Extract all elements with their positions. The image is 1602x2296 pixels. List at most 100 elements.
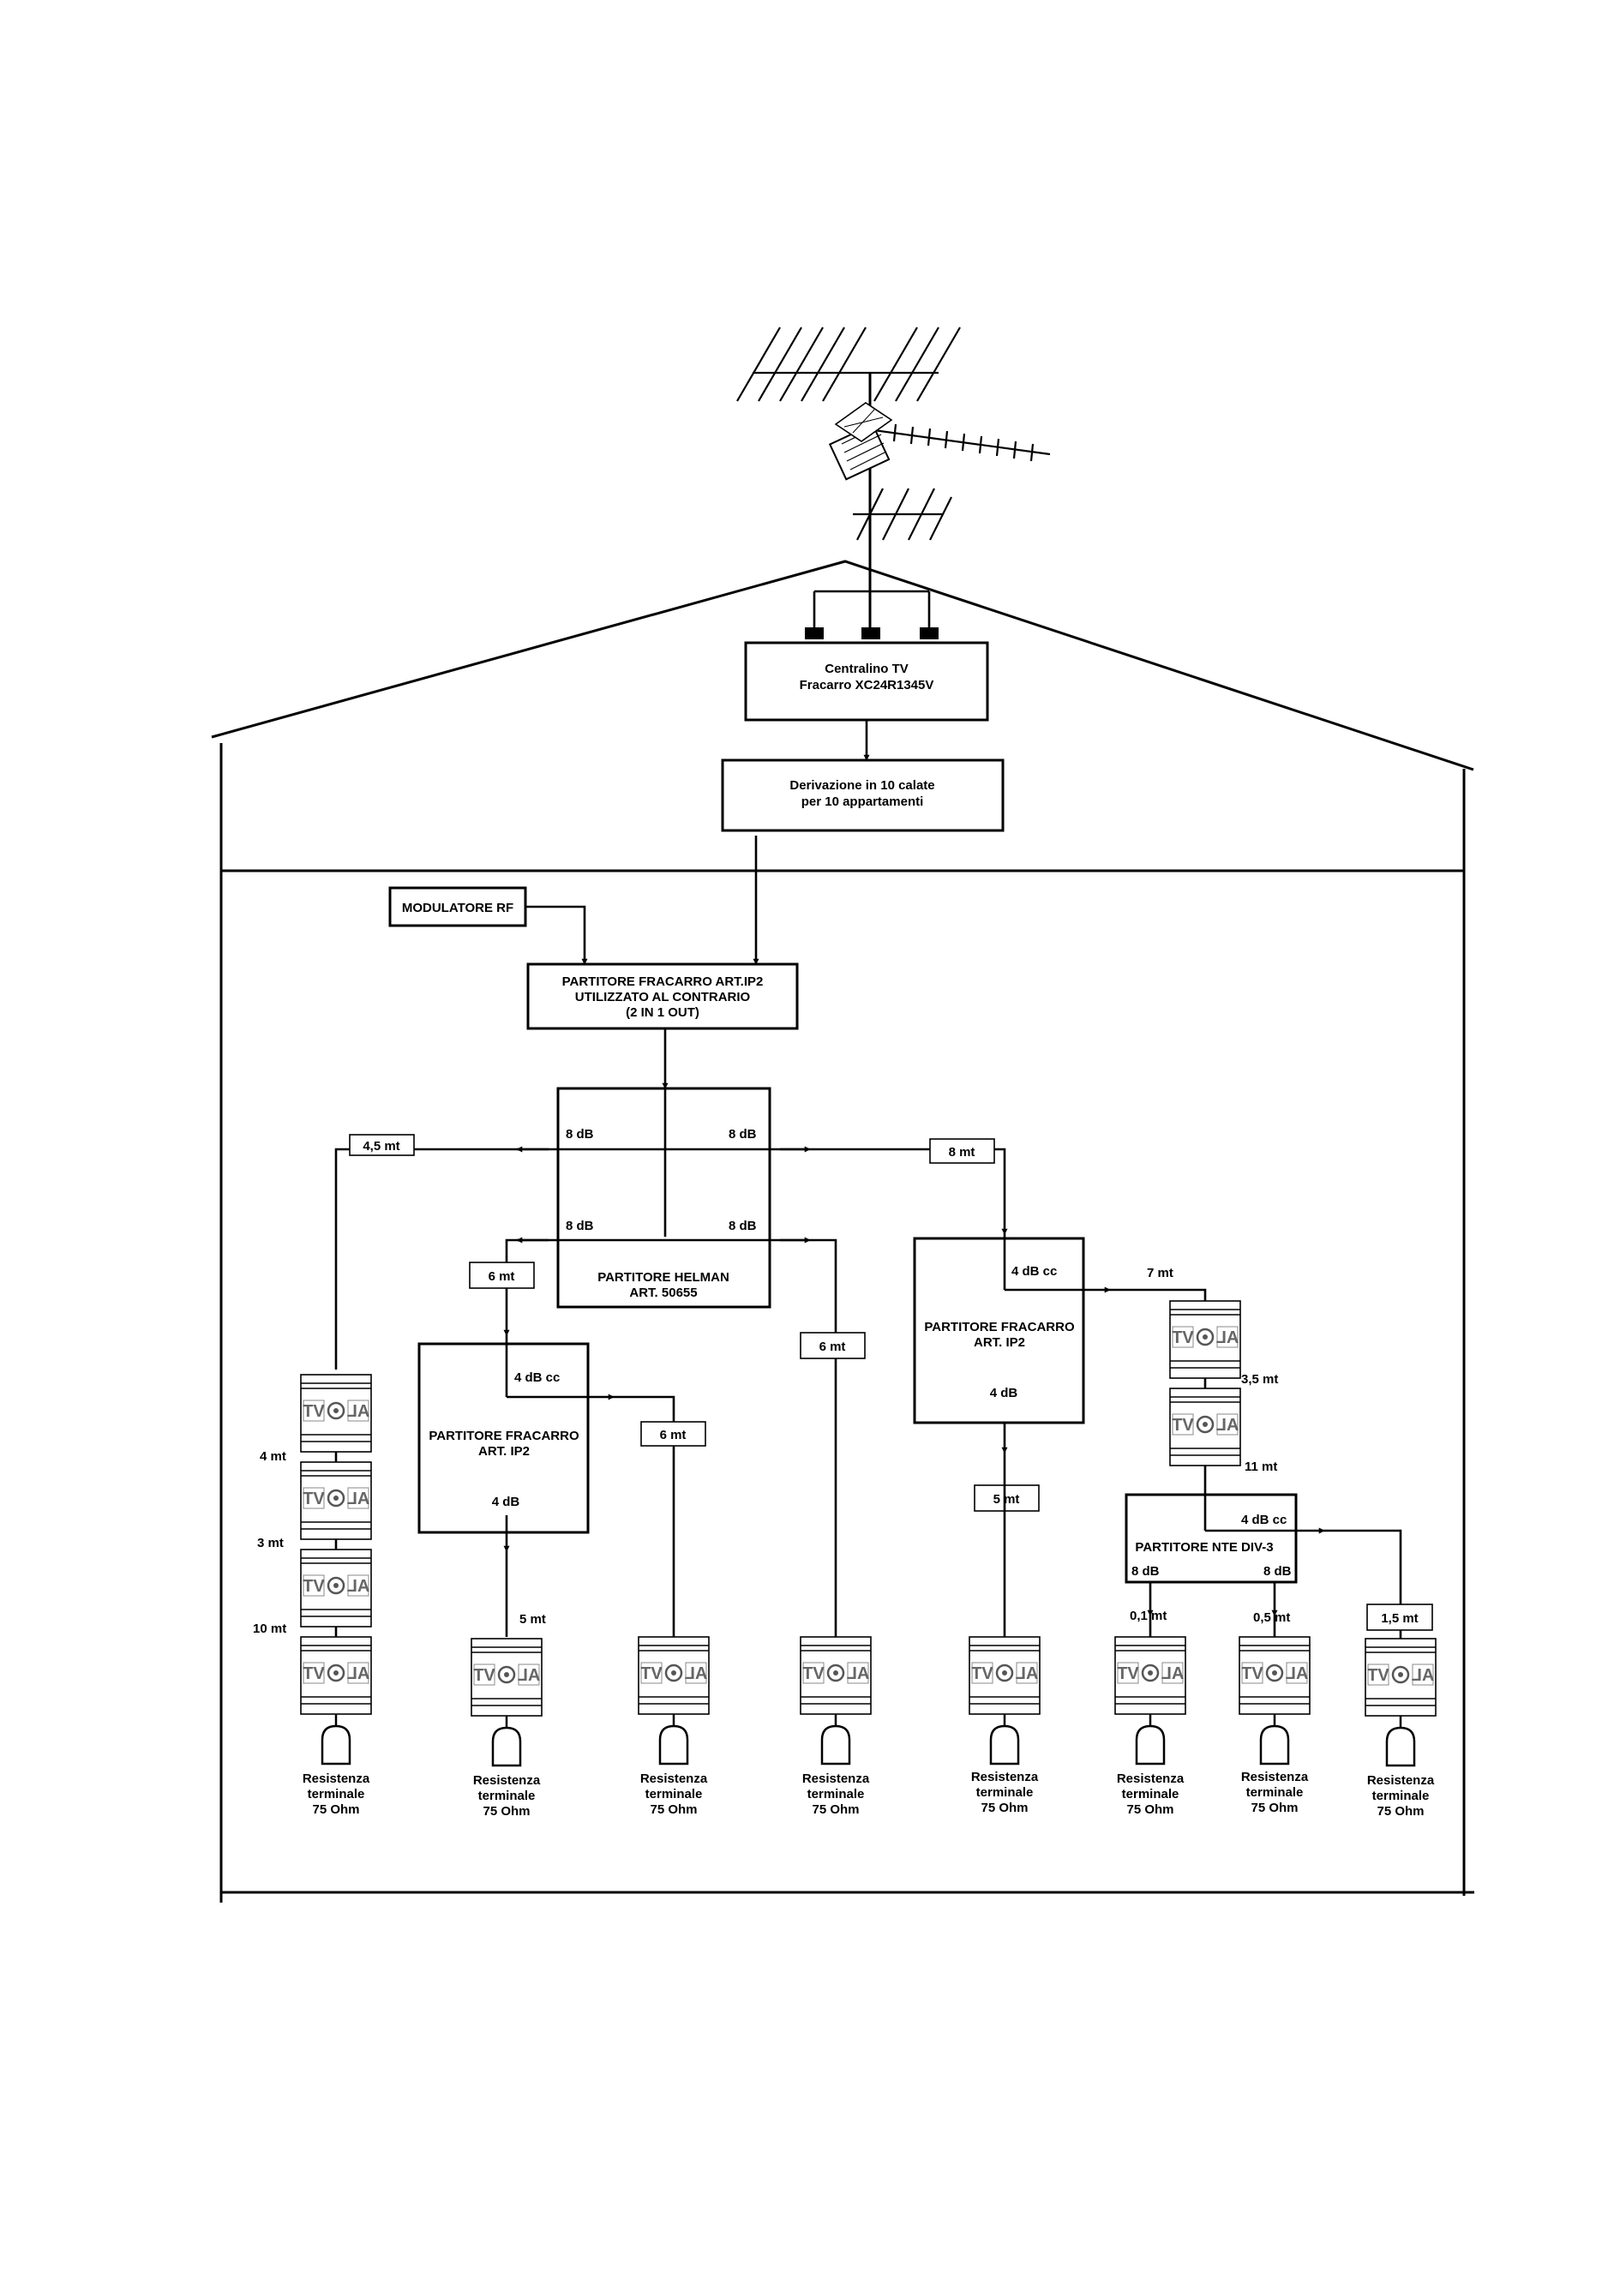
helman-line2: ART. 50655: [629, 1286, 697, 1300]
cable-label-6mt-a: 6 mt: [469, 1262, 535, 1289]
cable-6mt-c-text: 6 mt: [819, 1340, 846, 1354]
terminator-8: [1259, 1712, 1290, 1765]
distance-11mt: 11 mt: [1245, 1460, 1277, 1474]
terminator-caption-line: Resistenza: [1117, 1771, 1185, 1786]
outlet-logo-icon: TV AL: [802, 1664, 869, 1683]
terminator-2: [491, 1714, 522, 1767]
outlet-logo-right: AL: [347, 1490, 370, 1508]
combiner-line1: PARTITORE FRACARRO ART.IP2: [562, 974, 764, 989]
centralino-line1: Centralino TV: [825, 662, 909, 676]
outlet-logo-icon: TV AL: [473, 1666, 540, 1685]
partitore-helman-box: 8 dB 8 dB 8 dB 8 dB PARTITORE HELMAN ART…: [517, 1087, 806, 1309]
cable-6mt-b-text: 6 mt: [660, 1428, 687, 1442]
terminator-caption-line: 75 Ohm: [1377, 1804, 1424, 1819]
outlet-logo-left: TV: [1172, 1328, 1194, 1347]
cable-label-6mt-b: 6 mt: [640, 1421, 706, 1447]
terminator-caption-line: terminale: [1246, 1785, 1304, 1800]
terminator-caption-line: Resistenza: [1367, 1773, 1435, 1788]
terminator-caption-line: Resistenza: [640, 1771, 708, 1786]
outlet-logo-left: TV: [1367, 1666, 1389, 1685]
terminator-caption-line: 75 Ohm: [312, 1802, 359, 1817]
cable-label-4-5mt: 4,5 mt: [349, 1134, 415, 1156]
terminator-caption-line: 75 Ohm: [483, 1804, 530, 1819]
band-iii-antenna-icon: [853, 488, 952, 541]
derivazione-line1: Derivazione in 10 calate: [789, 778, 934, 793]
terminator-caption-line: 75 Ohm: [981, 1801, 1028, 1815]
terminator-caption-line: terminale: [807, 1787, 865, 1801]
terminator-1: [321, 1712, 351, 1765]
outlet-logo-right: AL: [1216, 1416, 1239, 1435]
terminator-caption-line: terminale: [308, 1787, 365, 1801]
outlet-logo-right: AL: [347, 1664, 370, 1683]
terminator-5: [989, 1712, 1020, 1765]
outlet-logo-left: TV: [971, 1664, 993, 1683]
distance-3mt: 3 mt: [257, 1536, 284, 1550]
outlet-logo-icon: TV AL: [303, 1664, 369, 1683]
outlet-logo-left: TV: [303, 1664, 325, 1683]
centralino-line2: Fracarro XC24R1345V: [800, 678, 934, 692]
distance-0-5mt: 0,5 mt: [1253, 1610, 1290, 1625]
terminator-caption-line: 75 Ohm: [1251, 1801, 1298, 1815]
outlet-logo-icon: TV AL: [1117, 1664, 1184, 1683]
vhf-antenna-icon: [736, 327, 961, 402]
derivazione-line2: per 10 appartamenti: [801, 794, 924, 809]
terminator-caption-line: terminale: [1122, 1787, 1179, 1801]
distance-7mt: 7 mt: [1147, 1266, 1173, 1280]
derivazione-box: Derivazione in 10 calate per 10 appartam…: [721, 758, 1005, 832]
outlet-logo-right: AL: [1216, 1328, 1239, 1347]
terminator-caption-line: Resistenza: [473, 1773, 541, 1788]
splitter-left-in-label: 4 dB cc: [514, 1370, 560, 1385]
cable-label-5mt: 5 mt: [974, 1484, 1040, 1512]
outlet-logo-left: TV: [1241, 1664, 1263, 1683]
nte-line1: PARTITORE NTE DIV-3: [1135, 1540, 1273, 1555]
terminator-caption-line: Resistenza: [1241, 1770, 1309, 1784]
splitter-right-in-label: 4 dB cc: [1011, 1264, 1057, 1279]
outlet-logo-left: TV: [473, 1666, 495, 1685]
distance-4mt: 4 mt: [260, 1449, 286, 1464]
combiner-line2: UTILIZZATO AL CONTRARIO: [575, 990, 751, 1004]
outlet-logo-right: AL: [1016, 1664, 1039, 1683]
uhf-yagi-antenna-icon: [828, 402, 1051, 481]
terminator-7: [1135, 1712, 1166, 1765]
terminator-9: [1385, 1714, 1416, 1767]
partitore-fracarro-right-box: 4 dB cc PARTITORE FRACARRO ART. IP2 4 dB: [913, 1234, 1085, 1424]
outlet-logo-icon: TV AL: [971, 1664, 1038, 1683]
outlet-logo-right: AL: [347, 1577, 370, 1596]
outlet-logo-icon: TV AL: [1241, 1664, 1308, 1683]
terminator-caption-line: Resistenza: [303, 1771, 370, 1786]
outlet-logo-right: AL: [685, 1664, 708, 1683]
nte-in-label: 4 dB cc: [1241, 1513, 1287, 1527]
outlet-logo-left: TV: [802, 1664, 825, 1683]
cable-4-5mt-text: 4,5 mt: [363, 1139, 399, 1154]
outlet-logo-right: AL: [847, 1664, 870, 1683]
cable-6mt-a-text: 6 mt: [489, 1269, 515, 1284]
outlet-logo-right: AL: [1161, 1664, 1185, 1683]
cable-label-1-5mt: 1,5 mt: [1366, 1604, 1433, 1631]
helman-port-bottom-right: 8 dB: [729, 1219, 757, 1233]
cable-5mt-text: 5 mt: [993, 1492, 1020, 1507]
outlet-logo-right: AL: [1286, 1664, 1309, 1683]
combiner-line3: (2 IN 1 OUT): [626, 1005, 699, 1020]
terminator-caption-line: 75 Ohm: [1126, 1802, 1173, 1817]
terminator-caption-line: 75 Ohm: [650, 1802, 697, 1817]
cable-label-6mt-c: 6 mt: [800, 1332, 866, 1359]
terminator-caption-line: Resistenza: [971, 1770, 1039, 1784]
outlet-logo-left: TV: [303, 1402, 325, 1421]
terminator-3: [658, 1712, 689, 1765]
splitter-left-out-label: 4 dB: [492, 1495, 520, 1509]
terminator-4: [820, 1712, 851, 1765]
helman-port-bottom-left: 8 dB: [566, 1219, 594, 1233]
splitter-left-line1: PARTITORE FRACARRO: [429, 1429, 579, 1443]
cable-8mt-text: 8 mt: [949, 1145, 975, 1160]
partitore-fracarro-left-box: 4 dB cc PARTITORE FRACARRO ART. IP2 4 dB: [417, 1335, 590, 1534]
combiner-ip2-box: PARTITORE FRACARRO ART.IP2 UTILIZZATO AL…: [526, 962, 799, 1030]
outlet-logo-right: AL: [518, 1666, 541, 1685]
distance-5mt: 5 mt: [519, 1612, 546, 1627]
partitore-nte-div3-box: 4 dB cc PARTITORE NTE DIV-3 8 dB 8 dB: [1125, 1493, 1298, 1584]
outlet-logo-left: TV: [1117, 1664, 1139, 1683]
terminator-caption-line: terminale: [645, 1787, 703, 1801]
